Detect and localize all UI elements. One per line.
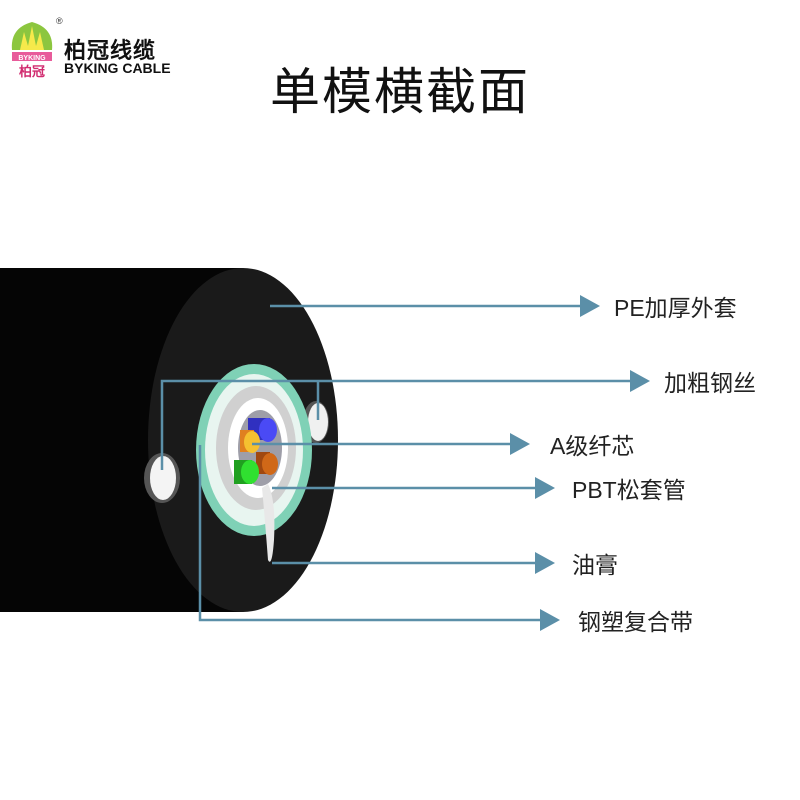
logo-crown-icon: BYKING 柏冠	[11, 22, 53, 79]
label-jacket: PE加厚外套	[614, 295, 737, 321]
logo-cn: 柏冠线缆	[64, 38, 157, 63]
label-tape: 钢塑复合带	[578, 609, 693, 635]
label-fiber: A级纤芯	[550, 433, 635, 459]
logo-registered: ®	[56, 16, 63, 26]
label-tube: PBT松套管	[572, 477, 686, 503]
svg-text:BYKING: BYKING	[18, 55, 46, 62]
label-steel-wire: 加粗钢丝	[664, 370, 756, 396]
arrow-icons	[510, 295, 650, 631]
svg-text:柏冠: 柏冠	[19, 64, 45, 79]
gel-drip	[262, 484, 275, 562]
page-title: 单模横截面	[270, 64, 530, 120]
logo-en: BYKING CABLE	[64, 60, 171, 76]
label-gel: 油膏	[572, 552, 618, 578]
fibers	[234, 418, 278, 562]
leader-lines	[160, 304, 635, 622]
